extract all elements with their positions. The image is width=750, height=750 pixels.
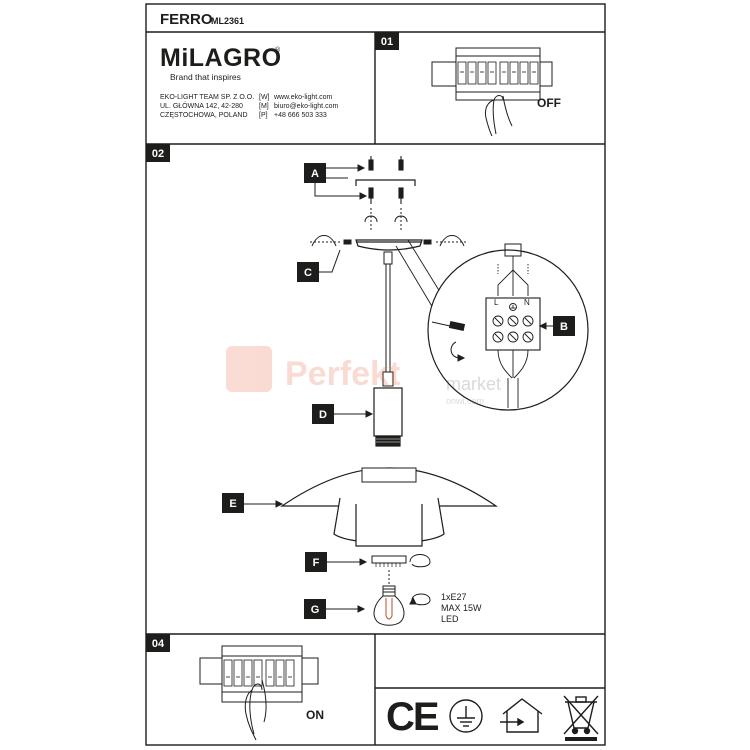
- part-d-arrow: [334, 410, 374, 418]
- part-g-arrow: [326, 605, 366, 613]
- weee-crossed-bin-icon: [563, 695, 599, 741]
- step-02-number: 02: [152, 148, 164, 160]
- mounting-bracket: [355, 179, 416, 186]
- terminal-block-zoom: [427, 243, 589, 411]
- contact-phone: +48 666 503 333: [274, 112, 327, 119]
- step-04-badge: 04: [146, 634, 170, 652]
- bulb-spec-type: 1xE27: [441, 592, 467, 602]
- address-line-1: EKO-LIGHT TEAM SP. Z O.O.: [160, 94, 254, 101]
- indoor-use-house-icon: [500, 698, 543, 733]
- part-f-letter: F: [313, 557, 320, 569]
- step-04-state: ON: [306, 708, 324, 722]
- part-e-label: E: [222, 493, 244, 513]
- watermark-main: Perfekt: [285, 355, 400, 393]
- step-01-badge: 01: [375, 32, 399, 50]
- bulb-spec-power: MAX 15W: [441, 603, 482, 613]
- part-c-leader: [319, 249, 341, 273]
- part-b-arrow: [538, 322, 553, 330]
- part-a-letter: A: [311, 168, 319, 180]
- part-d-label: D: [312, 404, 334, 424]
- light-bulb-g: [373, 570, 431, 626]
- step-01-number: 01: [381, 36, 393, 48]
- contact-key-phone: [P]: [259, 112, 268, 119]
- contact-mail: biuro@eko-light.com: [274, 103, 338, 110]
- address-line-3: CZĘSTOCHOWA, POLAND: [160, 112, 248, 119]
- watermark: Perfekt market onwi.com: [226, 346, 501, 406]
- bulb-spec-tech: LED: [441, 614, 459, 624]
- part-c-letter: C: [304, 267, 312, 279]
- part-f-label: F: [305, 552, 327, 572]
- side-screws: [310, 235, 466, 247]
- part-b-label: B: [553, 316, 575, 336]
- breaker-panel-off-illustration: [431, 47, 553, 137]
- part-e-arrow: [244, 500, 284, 508]
- rotate-screw-icons: [364, 208, 408, 230]
- part-e-letter: E: [229, 498, 236, 510]
- brand-tagline: Brand that inspires: [170, 72, 241, 82]
- step-02-badge: 02: [146, 144, 170, 162]
- watermark-url: onwi.com: [446, 396, 484, 406]
- retaining-ring-f: [371, 554, 431, 568]
- part-a-label: A: [304, 163, 326, 183]
- company-address: EKO-LIGHT TEAM SP. Z O.O. UL. GŁÓWNA 142…: [160, 94, 254, 119]
- bulb-spec: 1xE27 MAX 15W LED: [441, 592, 482, 624]
- page-frame: [145, 3, 606, 746]
- contact-key-mail: [M]: [259, 103, 269, 110]
- brand-logo: MiLAGRO: [160, 44, 282, 72]
- contact-key-web: [W]: [259, 94, 270, 101]
- contact-web: www.eko-light.com: [273, 94, 333, 101]
- terminal-l-label: L: [494, 298, 499, 307]
- brand-reg-mark: ®: [275, 46, 281, 54]
- address-line-2: UL. GŁÓWNA 142, 42-280: [160, 101, 243, 110]
- step-04-number: 04: [152, 638, 165, 650]
- product-name: FERRO: [160, 11, 213, 28]
- protection-class-earth-icon: [449, 699, 483, 733]
- breaker-panel-on-illustration: [199, 645, 319, 741]
- suspension-cable: [382, 251, 394, 387]
- part-g-label: G: [304, 599, 326, 619]
- ceiling-canopy: [355, 239, 423, 251]
- terminal-n-label: N: [524, 298, 530, 307]
- part-g-letter: G: [311, 604, 320, 616]
- lamp-shade-e: [280, 467, 498, 547]
- part-d-letter: D: [319, 409, 327, 421]
- part-b-letter: B: [560, 321, 568, 333]
- company-contacts: [W] www.eko-light.com [M] biuro@eko-ligh…: [259, 94, 338, 119]
- model-code: ML2361: [211, 16, 244, 26]
- lamp-holder-d: [373, 387, 403, 447]
- part-c-label: C: [297, 262, 319, 282]
- part-a-arrows: [314, 164, 368, 200]
- ce-mark-icon: CE: [386, 695, 439, 739]
- watermark-sub: market: [446, 374, 501, 394]
- step-01-state: OFF: [537, 96, 561, 110]
- part-f-arrow: [327, 558, 368, 566]
- screwdriver-icon: [431, 321, 466, 362]
- mounting-screws: [368, 156, 404, 204]
